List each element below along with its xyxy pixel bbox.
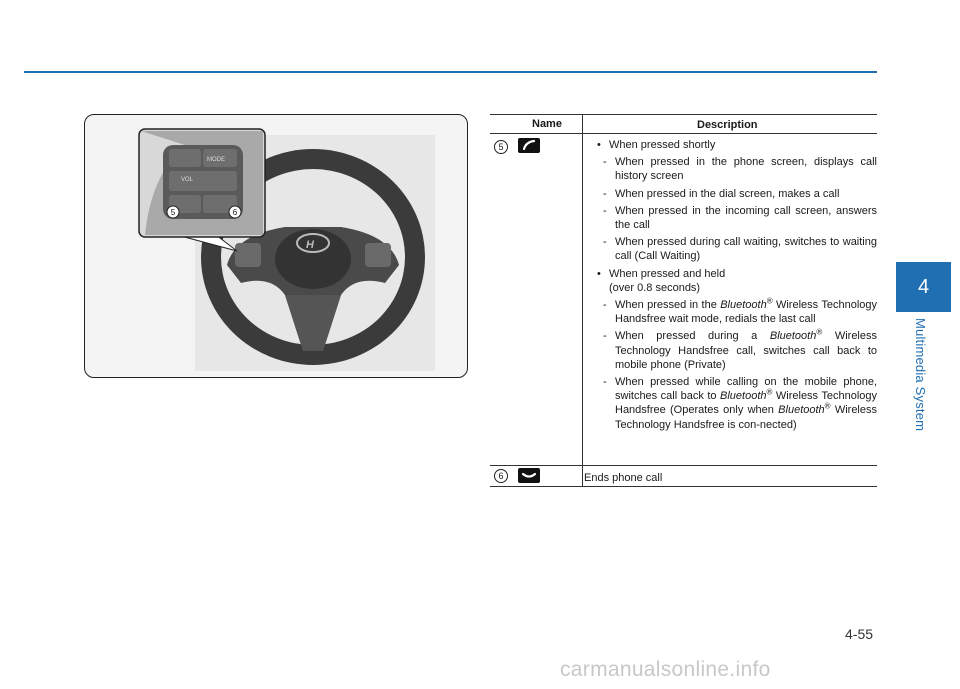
list-item: -When pressed during a Bluetooth® Wirele…	[603, 327, 877, 371]
column-divider	[582, 115, 583, 133]
description-table: Name Description 5 When pressed shortly …	[490, 114, 877, 487]
row-number: 5	[494, 140, 508, 154]
top-rule	[24, 71, 877, 73]
list-item: -When pressed in the Bluetooth® Wireless…	[603, 296, 877, 326]
column-divider	[582, 134, 583, 465]
table-row: 5 When pressed shortly -When pressed in …	[490, 134, 877, 466]
row-description: When pressed shortly -When pressed in th…	[597, 138, 877, 435]
svg-text:H: H	[306, 239, 315, 251]
column-divider	[582, 466, 583, 486]
list-item: -When pressed in the incoming call scree…	[603, 204, 877, 232]
list-item: -When pressed while calling on the mobil…	[603, 376, 877, 431]
chapter-tab: 4	[896, 262, 951, 312]
row-description: Ends phone call	[584, 472, 663, 484]
header-name: Name	[532, 118, 562, 130]
table-header: Name Description	[490, 114, 877, 134]
call-answer-icon	[518, 138, 540, 153]
row-number: 6	[494, 469, 508, 483]
bullet-press-hold: When pressed and held	[597, 267, 877, 281]
header-description: Description	[697, 119, 758, 131]
vol-label: VOL	[181, 177, 194, 183]
bullet-short-press: When pressed shortly	[597, 138, 877, 152]
list-item: -When pressed in the dial screen, makes …	[603, 187, 840, 200]
call-end-icon	[518, 468, 540, 483]
list-item: -When pressed in the phone screen, displ…	[603, 156, 877, 183]
table-row: 6 Ends phone call	[490, 466, 877, 487]
callout-6: 6	[233, 208, 238, 217]
callout-5: 5	[171, 208, 176, 217]
watermark: carmanualsonline.info	[560, 658, 771, 681]
mode-label: MODE	[207, 157, 225, 163]
list-item: -When pressed during call waiting, switc…	[603, 236, 877, 263]
steering-wheel-illustration: H MODE VOL 5 6	[84, 114, 468, 378]
bullet-press-hold-detail: (over 0.8 seconds)	[609, 281, 701, 294]
chapter-title: Multimedia System	[913, 318, 928, 432]
page-number: 4-55	[845, 626, 874, 642]
steering-wheel-drawing: H MODE VOL 5 6	[138, 128, 435, 371]
